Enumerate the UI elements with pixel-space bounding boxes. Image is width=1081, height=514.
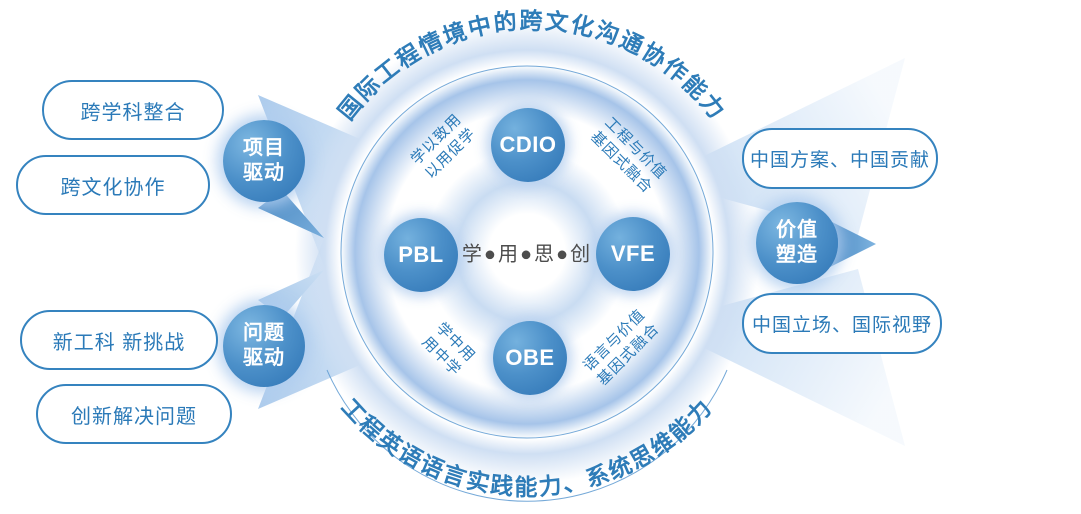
- node-vfe-label: VFE: [610, 241, 656, 266]
- bubble-label-line: 塑造: [776, 244, 818, 266]
- bubble-label-line: 价值: [776, 219, 818, 241]
- bubble-label-line: 项目: [243, 137, 285, 159]
- bottom-arc-title: 工程英语语言实践能力、系统思维能力: [336, 394, 717, 500]
- pill-china-stance: 中国立场、国际视野: [742, 293, 942, 354]
- bubble-problem-driven: 问题 驱动: [223, 305, 305, 387]
- pill-label: 创新解决问题: [71, 405, 197, 428]
- ring: [292, 17, 762, 487]
- pill-new-engineering: 新工科 新挑战: [20, 310, 218, 370]
- node-cdio: CDIO: [491, 108, 565, 182]
- pill-china-solution: 中国方案、中国贡献: [742, 128, 938, 189]
- node-obe: OBE: [493, 321, 567, 395]
- pill-innovative-solving: 创新解决问题: [36, 384, 232, 444]
- bubble-project-driven: 项目 驱动: [223, 120, 305, 202]
- pill-label: 中国方案、中国贡献: [749, 150, 930, 171]
- bubble-label-line: 驱动: [243, 162, 285, 184]
- node-pbl: PBL: [384, 218, 458, 292]
- inner-arc-line: [340, 65, 714, 439]
- node-obe-label: OBE: [505, 345, 555, 370]
- node-cdio-label: CDIO: [499, 132, 557, 157]
- pill-label: 中国立场、国际视野: [751, 315, 932, 336]
- pill-cross-culture: 跨文化协作: [16, 155, 210, 215]
- pill-label: 跨文化协作: [60, 176, 166, 199]
- bubble-label-line: 问题: [243, 322, 285, 344]
- bubble-label-line: 驱动: [243, 347, 285, 369]
- node-pbl-label: PBL: [398, 242, 444, 267]
- pill-label: 跨学科整合: [80, 101, 186, 124]
- bubble-value-shaping: 价值 塑造: [756, 202, 838, 284]
- pill-cross-discipline: 跨学科整合: [42, 80, 224, 140]
- node-vfe: VFE: [596, 217, 670, 291]
- outer-arc-line: [326, 369, 728, 502]
- center-motto: 学●用●思●创: [461, 243, 593, 266]
- pill-label: 新工科 新挑战: [52, 331, 186, 354]
